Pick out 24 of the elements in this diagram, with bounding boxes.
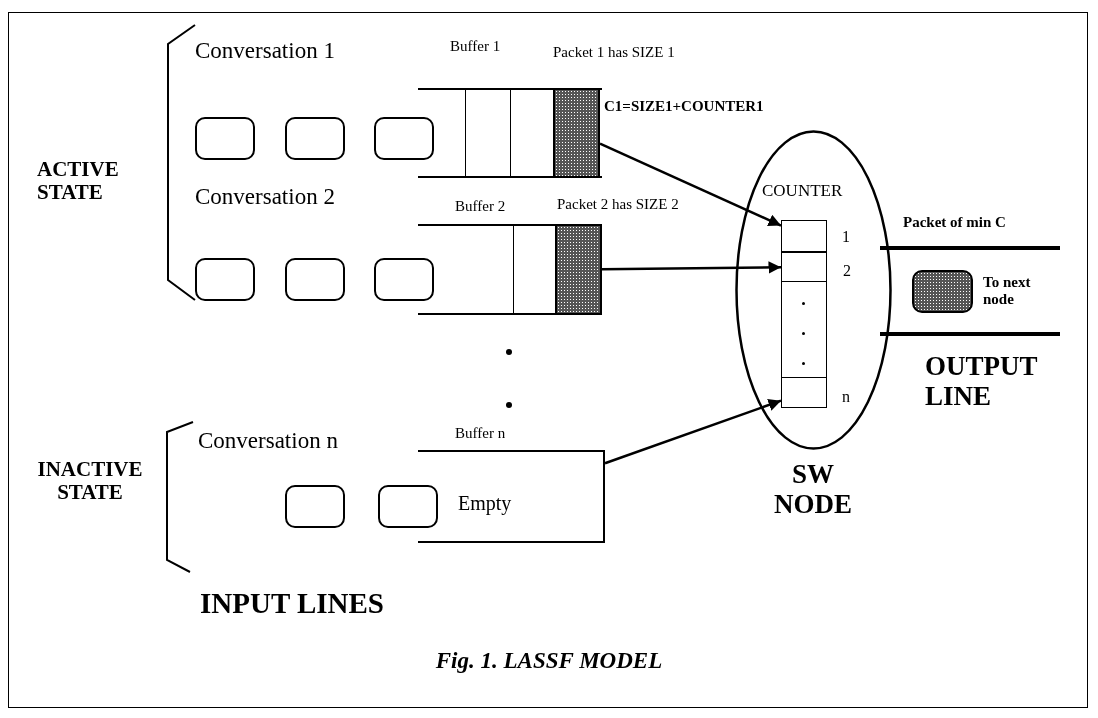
conversation-label: Conversation 2 <box>195 184 335 210</box>
state-label: ACTIVE STATE <box>37 158 120 205</box>
output-caption: Packet of min C <box>903 214 1006 231</box>
buffer-label: Buffer 1 <box>450 38 501 55</box>
node-title: SW NODE <box>773 460 853 520</box>
arrow <box>599 142 782 227</box>
arrow <box>604 399 782 465</box>
counter-title: COUNTER <box>762 182 843 201</box>
conversation-label: Conversation n <box>198 428 338 454</box>
state-label: INACTIVE STATE <box>36 458 144 505</box>
empty-label: Empty <box>458 492 512 514</box>
arrow <box>602 261 781 274</box>
packet-size-label: Packet 1 has SIZE 1 <box>553 44 675 61</box>
cell-index: n <box>842 388 850 406</box>
cell-index: 2 <box>843 262 851 280</box>
caption: Fig. 1. LASSF MODEL <box>434 648 664 674</box>
section-label: INPUT LINES <box>200 588 384 620</box>
buffer-label: Buffer n <box>455 425 506 442</box>
cell-index: 1 <box>842 228 850 246</box>
packet-caption: To next node <box>983 274 1032 307</box>
packet-size-label: Packet 2 has SIZE 2 <box>557 196 679 213</box>
buffer-label: Buffer 2 <box>455 198 506 215</box>
section-label: OUTPUT LINE <box>925 352 1039 412</box>
conversation-label: Conversation 1 <box>195 38 335 64</box>
